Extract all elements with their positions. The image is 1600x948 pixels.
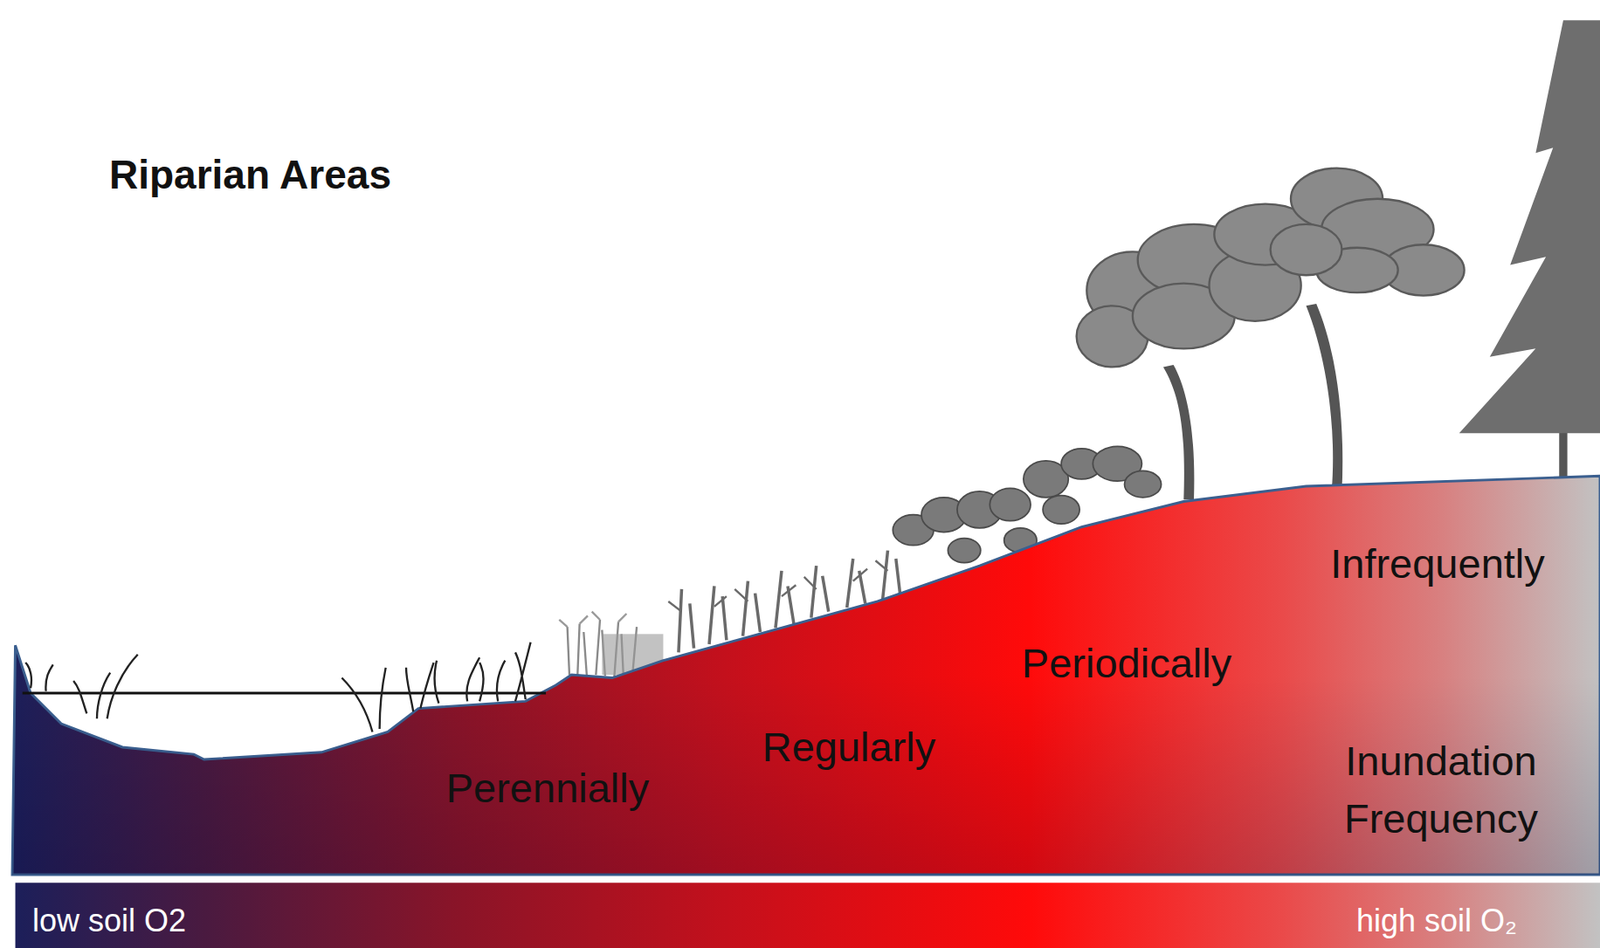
soil-oxygen-bar	[15, 882, 1600, 948]
deciduous-tree	[1076, 168, 1465, 501]
zone-label: Regularly	[762, 723, 937, 773]
diagram-title: Riparian Areas	[109, 151, 392, 200]
zone-label: Infrequently	[1330, 539, 1545, 589]
soil-cross-section	[12, 475, 1600, 876]
soil-shading	[12, 475, 1600, 876]
bar-end-label: high soil O₂	[1356, 902, 1518, 940]
bar-end-label: low soil O2	[32, 902, 187, 940]
zone-label: Perennially	[446, 764, 650, 814]
axis-title: Inundation Frequency	[1310, 732, 1573, 849]
conifer-tree	[1459, 20, 1600, 479]
emergent-plants	[25, 642, 531, 733]
zone-label: Periodically	[1021, 639, 1232, 689]
